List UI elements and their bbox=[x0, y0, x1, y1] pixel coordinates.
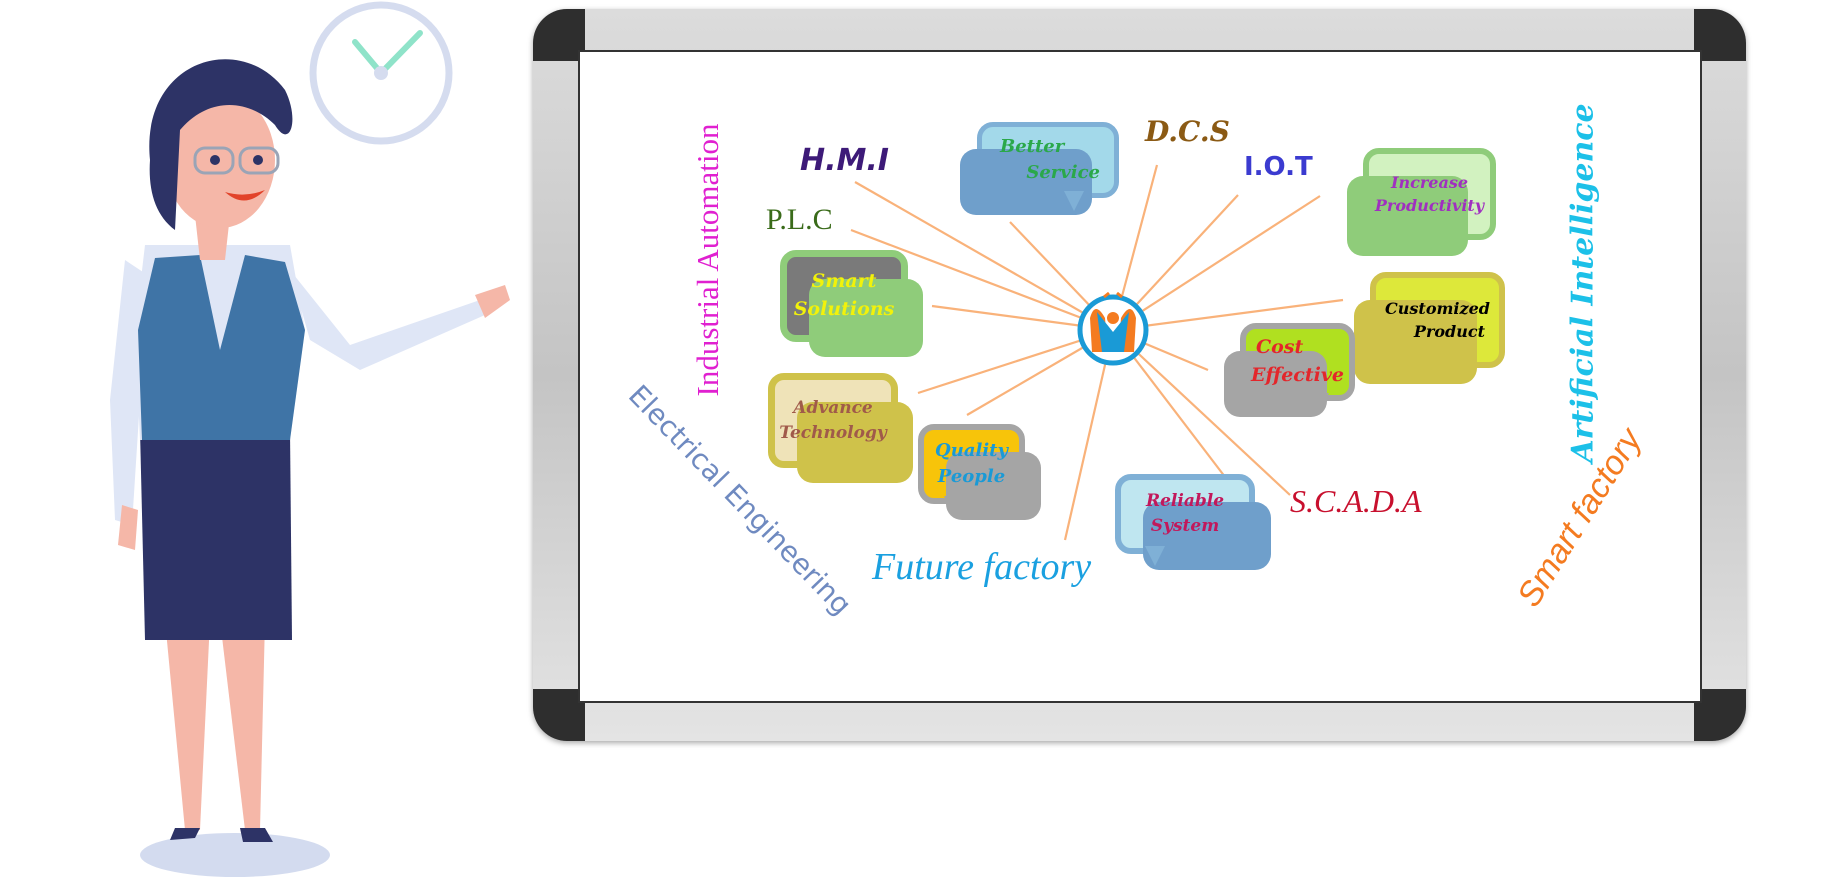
bubble-text-line: Effective bbox=[1251, 364, 1344, 386]
label-dcs: D.C.S bbox=[1145, 115, 1230, 148]
bubble-text-line: Reliable bbox=[1145, 491, 1225, 512]
bubble-text-line: Service bbox=[1026, 162, 1100, 183]
connector-line bbox=[1112, 298, 1344, 332]
bubble-smart-solutions: Smart Solutions bbox=[780, 250, 923, 357]
bubble-text-line: Solutions bbox=[793, 298, 895, 320]
bubble-cost-effective: Cost Effective bbox=[1224, 323, 1355, 417]
bubble-quality-people: Quality People bbox=[918, 424, 1041, 520]
clock-icon bbox=[309, 1, 453, 145]
connector-line bbox=[854, 181, 1114, 331]
bubble-text-line: Better bbox=[1000, 135, 1065, 157]
bubble-text-line: Technology bbox=[779, 422, 887, 443]
bubble-increase-productivity: Increase Productivity bbox=[1347, 148, 1496, 256]
hub-logo-icon bbox=[1077, 291, 1149, 366]
bubble-customized-product: Customized Product bbox=[1354, 272, 1505, 384]
label-artificial-intelligence: Artificial Intelligence bbox=[1565, 103, 1601, 463]
bubble-text-line: Productivity bbox=[1374, 196, 1485, 215]
whiteboard-surface bbox=[578, 50, 1702, 703]
bubble-text-line: Quality bbox=[935, 439, 1008, 461]
bubble-text-line: Smart bbox=[811, 270, 877, 293]
connector-line bbox=[1112, 195, 1321, 331]
presenter-illustration bbox=[110, 1, 510, 877]
bubble-text-line: People bbox=[937, 466, 1006, 487]
bubble-text-line: Product bbox=[1413, 322, 1485, 341]
bubble-reliable-system: Reliable System bbox=[1115, 474, 1271, 570]
bubble-advance-technology: Advance Technology bbox=[768, 373, 913, 483]
bubble-text-line: Increase bbox=[1390, 172, 1469, 192]
bubble-text-line: Cost bbox=[1256, 336, 1304, 359]
label-future-factory: Future factory bbox=[872, 546, 1092, 588]
label-hmi: H.M.I bbox=[800, 143, 889, 178]
label-plc: P.L.C bbox=[766, 203, 833, 236]
bubble-text-line: Advance bbox=[793, 397, 873, 418]
label-scada: S.C.A.D.A bbox=[1290, 483, 1422, 519]
connector-line bbox=[1112, 329, 1291, 496]
connector-line bbox=[850, 228, 1114, 332]
bubble-better-service: Better Service bbox=[960, 122, 1119, 215]
bubble-text-line: System bbox=[1150, 516, 1220, 536]
bubble-text-line: Customized bbox=[1385, 298, 1490, 318]
label-industrial-automation: Industrial Automation bbox=[690, 123, 725, 397]
label-iot: I.O.T bbox=[1244, 152, 1313, 182]
floor-shadow bbox=[140, 833, 330, 877]
connector-line bbox=[1063, 329, 1115, 541]
